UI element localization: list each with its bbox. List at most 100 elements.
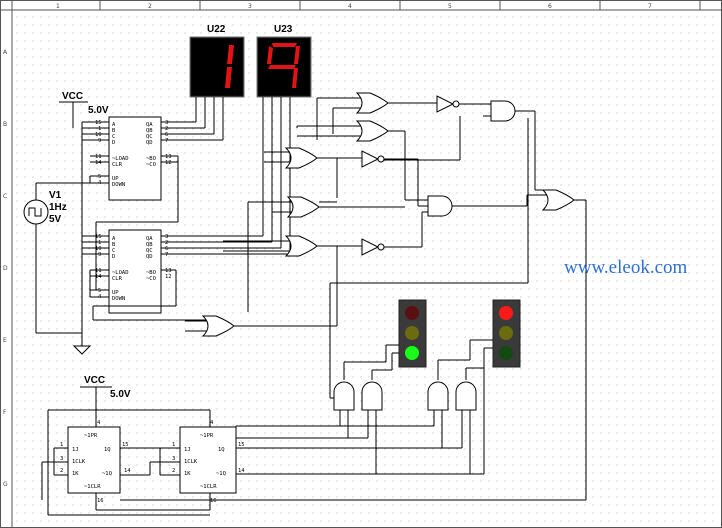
svg-text:C: C [112,248,115,254]
svg-text:1K: 1K [184,471,191,477]
svg-text:QD: QD [146,140,153,146]
ruler-top-6: 6 [548,3,552,10]
vcc-bottom-label: VCC [84,375,105,386]
svg-text:UP: UP [112,290,119,296]
traffic-light-2 [492,299,521,368]
svg-text:C: C [112,134,115,140]
jk-flipflop-2: ~1PR 1J 1CLK 1K 1Q ~1Q ~1CLR [179,426,237,494]
ruler-top: 1 2 3 4 5 6 7 [56,0,701,10]
ruler-top-2: 2 [148,3,152,10]
svg-text:14: 14 [124,468,131,474]
light-1-red [405,306,419,320]
and-gate-5 [427,381,449,411]
svg-text:2: 2 [165,126,168,132]
svg-text:~1PR: ~1PR [200,433,214,439]
v1-label: V1 [49,190,62,201]
gate-wiring [120,97,587,501]
svg-text:14: 14 [238,468,245,474]
ruler-left-A: A [3,49,8,56]
light-1-green [405,346,419,360]
svg-text:4: 4 [97,420,101,426]
or-gate-2 [355,120,389,142]
not-gate-3 [361,238,380,256]
svg-text:~1Q: ~1Q [216,471,226,477]
and-gate-6 [455,381,477,411]
ruler-top-3: 3 [248,3,252,10]
display-u23: U23 9 [256,24,312,98]
svg-text:A: A [112,236,116,242]
v1-amp: 5V [49,214,62,225]
svg-text:~CO: ~CO [146,162,156,168]
not-gate-2 [361,150,380,168]
svg-text:2: 2 [60,468,63,474]
ruler-top-7: 7 [648,3,652,10]
svg-text:6: 6 [165,132,168,138]
and-gate-4 [361,381,383,411]
svg-text:1J: 1J [72,447,79,453]
light-2-green [499,346,513,360]
svg-text:QB: QB [146,128,153,134]
ruler-left-F: F [3,409,7,416]
ruler-left: A B C D E F G [3,49,8,488]
svg-text:9: 9 [98,252,101,258]
traffic-light-1 [398,299,427,368]
counter-lower: A B C D ~LOAD CLR UP DOWN QA QB QC QD ~B… [95,229,172,314]
ruler-left-E: E [3,337,7,344]
light-1-yellow [405,326,419,340]
seg-b [227,45,234,64]
svg-text:~BO: ~BO [146,156,156,162]
watermark-text: www.eleok.com [564,257,688,278]
light-2-red [499,306,513,320]
vcc-bottom-voltage: 5.0V [110,389,131,400]
svg-text:~1Q: ~1Q [102,471,112,477]
svg-text:3: 3 [165,234,168,240]
and-gate-3 [333,381,355,411]
svg-text:5: 5 [98,288,101,294]
svg-text:DOWN: DOWN [112,182,125,188]
svg-text:13: 13 [165,268,172,274]
svg-text:~1PR: ~1PR [84,433,98,439]
svg-text:10: 10 [95,132,102,138]
svg-text:D: D [112,140,115,146]
svg-text:14: 14 [95,274,102,280]
svg-text:13: 13 [165,154,172,160]
or-gate-5 [284,235,318,257]
lower-gate-wiring [236,368,485,475]
or-gate-6 [201,315,235,337]
svg-text:2: 2 [165,240,168,246]
svg-text:~1CLR: ~1CLR [200,484,217,490]
jk-flipflop-1: ~1PR 1J 1CLK 1K 1Q ~1Q ~1CLR [67,426,121,494]
svg-text:16: 16 [97,498,104,504]
svg-text:1Q: 1Q [104,447,111,453]
svg-text:1CLK: 1CLK [184,459,198,465]
seg-c [225,67,232,88]
svg-text:QA: QA [146,236,153,242]
v1-freq: 1Hz [49,202,67,213]
display-u22-label: U22 [207,24,226,35]
svg-text:1: 1 [60,442,63,448]
or-gate-1 [355,92,389,114]
ruler-left-D: D [3,265,8,272]
display-u22: U22 1 [189,24,245,98]
or-gate-7 [541,189,575,211]
svg-text:CLR: CLR [112,276,123,282]
svg-text:7: 7 [165,138,168,144]
svg-text:2: 2 [172,468,175,474]
ruler-left-B: B [3,121,7,128]
svg-text:1K: 1K [72,471,79,477]
not-gate-1 [436,95,455,113]
svg-text:15: 15 [122,442,129,448]
or-gate-4 [286,196,320,218]
ground-symbol [72,345,92,355]
svg-text:A: A [112,122,116,128]
svg-text:7: 7 [165,252,168,258]
svg-text:QC: QC [146,248,153,254]
svg-text:~BO: ~BO [146,270,156,276]
svg-text:9: 9 [98,138,101,144]
svg-text:15: 15 [95,120,102,126]
svg-text:12: 12 [165,274,172,280]
svg-text:3: 3 [60,456,63,462]
svg-text:1Q: 1Q [218,447,225,453]
ruler-left-G: G [3,481,8,488]
